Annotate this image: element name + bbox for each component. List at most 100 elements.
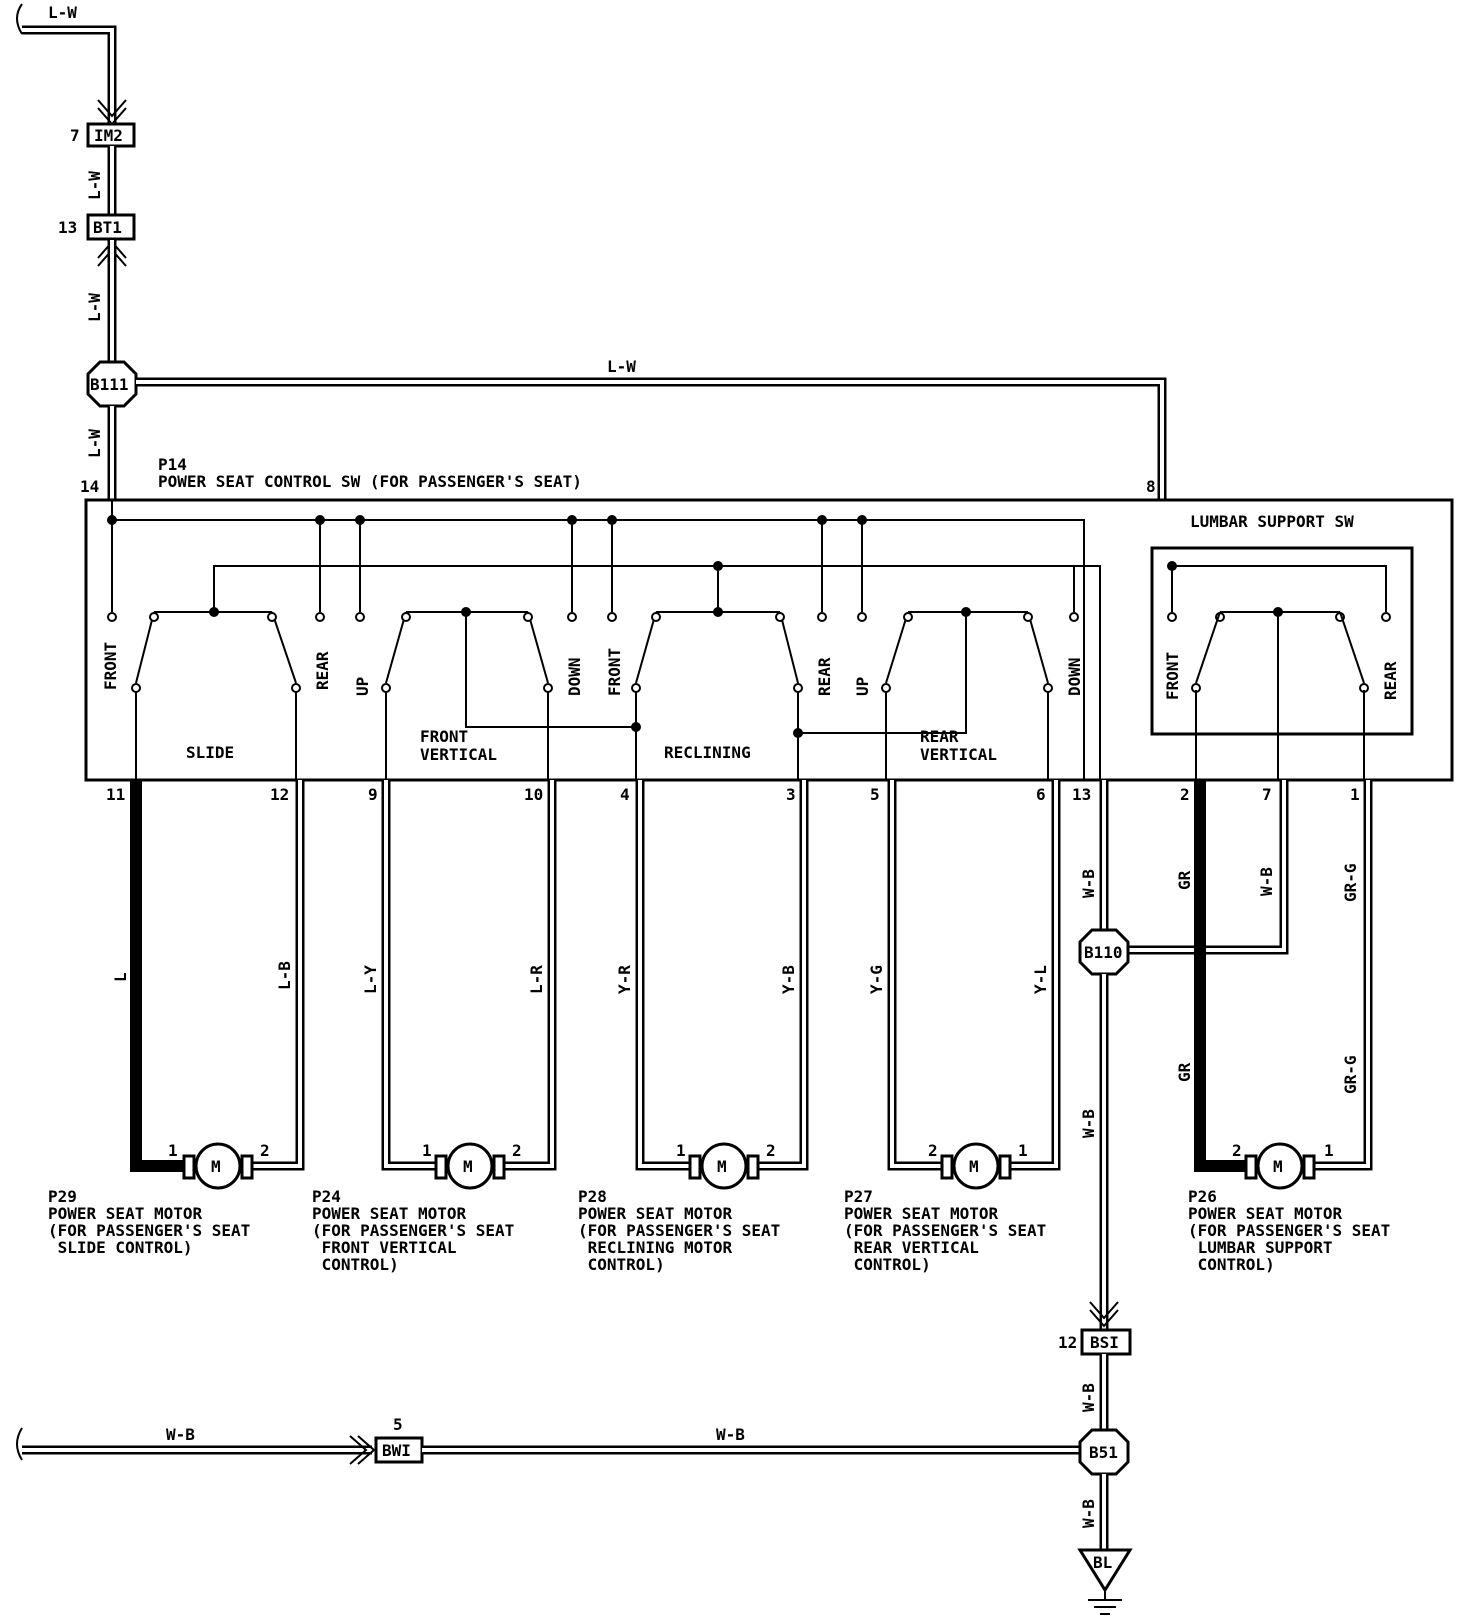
switch-body	[84, 498, 1454, 782]
motor-p26-line4: CONTROL)	[1188, 1255, 1275, 1274]
wire-label-yg: Y-G	[867, 965, 886, 994]
pin-3: 3	[786, 785, 796, 804]
contact-rear-slide: REAR	[313, 651, 332, 690]
arrow-right-bw1	[349, 1435, 376, 1465]
section-reclining: RECLINING	[664, 743, 751, 762]
motor-p29-line2: (FOR PASSENGER'S SEAT	[48, 1221, 250, 1240]
motor-icon-p28	[700, 1142, 748, 1190]
wire-label-lr: L-R	[527, 965, 546, 994]
wire-label-gr-1: GR	[1175, 870, 1194, 890]
wire-label-lw-2: L-W	[85, 293, 104, 322]
wire-label-yb: Y-B	[779, 965, 798, 994]
connector-im2-pin: 7	[70, 126, 80, 145]
contact-points	[107, 612, 1391, 693]
contact-rear-recl: REAR	[815, 657, 834, 696]
motor-p28-line1: POWER SEAT MOTOR	[578, 1204, 732, 1223]
wire-label-wb-mid: W-B	[1079, 1109, 1098, 1138]
splice-b110-label: B110	[1084, 943, 1123, 962]
junction-dots	[107, 515, 1283, 738]
motor-p24-left-pin: 1	[422, 1141, 432, 1160]
pin-2: 2	[1180, 785, 1190, 804]
motor-p28-line3: RECLINING MOTOR	[578, 1238, 732, 1257]
motor-symbol-p26: M	[1273, 1157, 1283, 1176]
pin-12: 12	[270, 785, 289, 804]
section-front-vertical-1: FRONT	[420, 727, 468, 746]
motor-p24-line1: POWER SEAT MOTOR	[312, 1204, 466, 1223]
wire-label-lw-horizontal: L-W	[607, 357, 636, 376]
connector-bs1-pin: 12	[1058, 1333, 1077, 1352]
motor-p29-left-pin: 1	[168, 1141, 178, 1160]
ground-symbol	[1088, 1590, 1122, 1615]
contact-up-fv: UP	[353, 677, 372, 696]
pin-10: 10	[524, 785, 543, 804]
pin-9: 9	[368, 785, 378, 804]
motor-p27-line3: REAR VERTICAL	[844, 1238, 979, 1257]
motor-p28-right-pin: 2	[766, 1141, 776, 1160]
contact-up-rv: UP	[853, 677, 872, 696]
break-mark-bottom	[16, 1427, 23, 1461]
motor-p26-line3: LUMBAR SUPPORT	[1188, 1238, 1333, 1257]
motor-p26: M 2 1 P26 POWER SEAT MOTOR (FOR PASSENGE…	[1188, 1141, 1390, 1274]
lumbar-label: LUMBAR SUPPORT SW	[1190, 512, 1354, 531]
power-feed: L-W IM2 7 L-W BT1 13 L-W B111 L-W L-W	[16, 3, 1167, 500]
splice-b111	[86, 360, 138, 408]
connector-bt1-label: BT1	[93, 218, 122, 237]
motor-p26-line1: POWER SEAT MOTOR	[1188, 1204, 1342, 1223]
wire-label-yl: Y-L	[1031, 965, 1050, 994]
motor-p24-right-pin: 2	[512, 1141, 522, 1160]
rear-vertical-switch: UP DOWN REAR VERTICAL	[798, 611, 1084, 780]
motor-p27-id: P27	[844, 1187, 873, 1206]
wire-label-grg-1: GR-G	[1341, 863, 1360, 902]
section-front-vertical-2: VERTICAL	[420, 745, 497, 764]
motor-p29-id: P29	[48, 1187, 77, 1206]
motor-p26-line2: (FOR PASSENGER'S SEAT	[1188, 1221, 1390, 1240]
motor-symbol-p28: M	[717, 1157, 727, 1176]
contact-front-slide: FRONT	[101, 642, 120, 690]
wire-label-ly: L-Y	[361, 965, 380, 994]
switch-p14: P14 POWER SEAT CONTROL SW (FOR PASSENGER…	[80, 455, 1454, 804]
wire-label-wb-13: W-B	[1079, 869, 1098, 898]
slide-switch: FRONT REAR SLIDE	[101, 611, 332, 780]
switch-id: P14	[158, 455, 187, 474]
section-rear-vertical-1: REAR	[920, 727, 959, 746]
contact-front-recl: FRONT	[605, 648, 624, 696]
pin-13: 13	[1072, 785, 1091, 804]
arrow-down-bs1	[1089, 1301, 1119, 1328]
contact-rear-lumbar: REAR	[1381, 661, 1400, 700]
wire-label-gr-2: GR	[1175, 1062, 1194, 1082]
motor-p26-left-pin: 2	[1232, 1141, 1242, 1160]
motor-p28-line2: (FOR PASSENGER'S SEAT	[578, 1221, 780, 1240]
motor-p28-line4: CONTROL)	[578, 1255, 665, 1274]
pin-5: 5	[870, 785, 880, 804]
motor-p27-line2: (FOR PASSENGER'S SEAT	[844, 1221, 1046, 1240]
motor-symbol-p24: M	[463, 1157, 473, 1176]
pin-6: 6	[1036, 785, 1046, 804]
pin-7: 7	[1262, 785, 1272, 804]
wire-label-lw-top: L-W	[48, 3, 77, 22]
lumbar-box	[1150, 546, 1414, 736]
break-mark-top	[16, 3, 23, 35]
wire-label-wb-7: W-B	[1257, 867, 1276, 896]
wire-label-l: L	[111, 972, 130, 982]
motor-p28-left-pin: 1	[676, 1141, 686, 1160]
contact-down-rv: DOWN	[1065, 657, 1084, 696]
motor-p27-right-pin: 1	[1018, 1141, 1028, 1160]
wire-label-wb-right: W-B	[716, 1425, 745, 1444]
wire-label-yr: Y-R	[615, 965, 634, 994]
section-rear-vertical-2: VERTICAL	[920, 745, 997, 764]
motor-p27: M 2 1 P27 POWER SEAT MOTOR (FOR PASSENGE…	[844, 1141, 1046, 1274]
motor-p27-line4: CONTROL)	[844, 1255, 931, 1274]
contact-down-fv: DOWN	[565, 657, 584, 696]
motor-p24-line4: CONTROL)	[312, 1255, 399, 1274]
ground-bl	[1077, 1548, 1133, 1593]
splice-b51	[1078, 1428, 1130, 1476]
motor-p29: M 1 2 P29 POWER SEAT MOTOR (FOR PASSENGE…	[48, 1141, 270, 1257]
connector-bw1-label: BWI	[382, 1441, 411, 1460]
connector-bt1	[86, 213, 136, 241]
pin-8: 8	[1146, 477, 1156, 496]
motor-icon-p26	[1256, 1142, 1304, 1190]
pin-4: 4	[620, 785, 630, 804]
wire-label-lb: L-B	[275, 961, 294, 990]
splice-b110	[1078, 928, 1130, 976]
